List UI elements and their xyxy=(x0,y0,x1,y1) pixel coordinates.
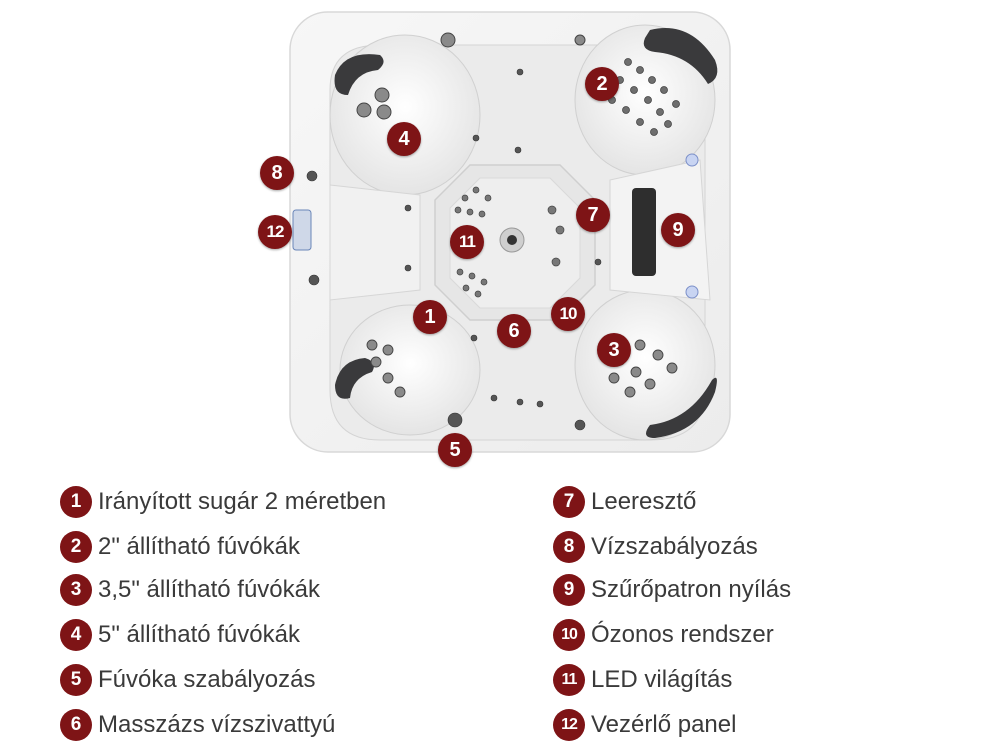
filter-slot xyxy=(632,188,656,276)
hot-tub-diagram: 1 2 3 4 5 6 7 8 9 10 11 12 xyxy=(258,11,731,467)
legend-label: LED világítás xyxy=(591,666,733,693)
jet-icon xyxy=(454,186,565,298)
legend-number: 10 xyxy=(553,619,585,651)
control-panel-icon xyxy=(292,209,312,251)
marker-6: 6 xyxy=(497,314,531,348)
legend-number: 4 xyxy=(60,619,92,651)
legend-label: Irányított sugár 2 méretben xyxy=(98,488,387,515)
legend-item-4: 4 5" állítható fúvókák xyxy=(60,617,300,653)
jet-icon xyxy=(608,339,678,398)
legend: 1 Irányított sugár 2 méretben 2 2" állít… xyxy=(0,480,1000,756)
legend-number: 9 xyxy=(553,574,585,606)
marker-8: 8 xyxy=(260,156,294,190)
legend-label: Vezérlő panel xyxy=(591,711,737,738)
marker-3: 3 xyxy=(597,333,631,367)
jet-icon xyxy=(608,58,680,136)
marker-10: 10 xyxy=(551,297,585,331)
legend-number: 2 xyxy=(60,531,92,563)
legend-label: 3,5" állítható fúvókák xyxy=(98,576,320,603)
legend-number: 7 xyxy=(553,486,585,518)
legend-label: Leeresztő xyxy=(591,488,697,515)
seat-bottom-left xyxy=(339,304,481,436)
legend-item-9: 9 Szűrőpatron nyílás xyxy=(553,572,791,608)
legend-item-10: 10 Ózonos rendszer xyxy=(553,617,774,653)
legend-item-7: 7 Leeresztő xyxy=(553,484,696,520)
headrest-icon xyxy=(646,377,717,438)
legend-label: Masszázs vízszivattyú xyxy=(98,711,336,738)
legend-item-1: 1 Irányított sugár 2 méretben xyxy=(60,484,386,520)
left-bench xyxy=(329,184,421,301)
marker-2: 2 xyxy=(585,67,619,101)
marker-4: 4 xyxy=(387,122,421,156)
legend-item-12: 12 Vezérlő panel xyxy=(553,707,736,743)
hot-tub-illustration xyxy=(289,11,731,453)
legend-item-8: 8 Vízszabályozás xyxy=(553,529,758,565)
legend-label: Fúvóka szabályozás xyxy=(98,666,316,693)
marker-7: 7 xyxy=(576,198,610,232)
legend-number: 3 xyxy=(60,574,92,606)
right-bench xyxy=(609,159,711,301)
headrest-icon xyxy=(643,28,718,84)
legend-label: 2" állítható fúvókák xyxy=(98,533,300,560)
legend-number: 6 xyxy=(60,709,92,741)
legend-label: 5" állítható fúvókák xyxy=(98,621,300,648)
legend-item-11: 11 LED világítás xyxy=(553,662,732,698)
legend-number: 1 xyxy=(60,486,92,518)
jet-icon xyxy=(366,339,406,398)
jet-icon xyxy=(306,68,602,431)
legend-item-6: 6 Masszázs vízszivattyú xyxy=(60,707,335,743)
marker-1: 1 xyxy=(413,300,447,334)
legend-label: Ózonos rendszer xyxy=(591,621,774,648)
marker-9: 9 xyxy=(661,213,695,247)
jet-icon xyxy=(356,32,586,120)
legend-number: 12 xyxy=(553,709,585,741)
legend-item-2: 2 2" állítható fúvókák xyxy=(60,529,300,565)
legend-number: 5 xyxy=(60,664,92,696)
legend-number: 8 xyxy=(553,531,585,563)
headrest-icon xyxy=(334,54,384,95)
legend-label: Szűrőpatron nyílás xyxy=(591,576,792,603)
marker-11: 11 xyxy=(450,225,484,259)
headrest-icon xyxy=(335,358,374,399)
marker-5: 5 xyxy=(438,433,472,467)
marker-12: 12 xyxy=(258,215,292,249)
legend-label: Vízszabályozás xyxy=(591,533,758,560)
legend-item-3: 3 3,5" állítható fúvókák xyxy=(60,572,320,608)
legend-item-5: 5 Fúvóka szabályozás xyxy=(60,662,315,698)
legend-number: 11 xyxy=(553,664,585,696)
